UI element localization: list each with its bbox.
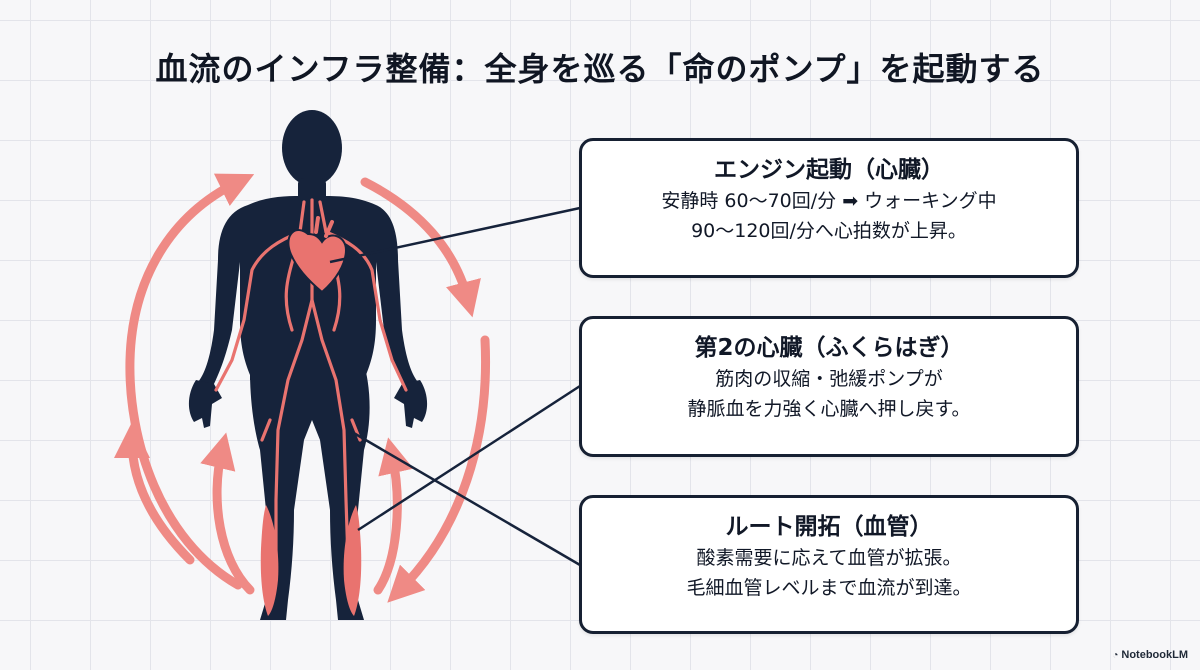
route-heading: ルート開拓（血管） bbox=[725, 514, 933, 540]
arrow-left-small bbox=[114, 422, 195, 565]
calf-line-1: 筋肉の収縮・弛緩ポンプが bbox=[715, 368, 943, 391]
calf-muscles bbox=[260, 505, 362, 616]
engine-heading: エンジン起動（心臓） bbox=[714, 157, 944, 183]
info-box-calf: 第2の心臓（ふくらはぎ） 筋肉の収縮・弛緩ポンプが 静脈血を力強く心臓へ押し戻す… bbox=[579, 316, 1079, 457]
route-line-1: 酸素需要に応えて血管が拡張。 bbox=[696, 547, 962, 570]
info-box-route: ルート開拓（血管） 酸素需要に応えて血管が拡張。 毛細血管レベルまで血流が到達。 bbox=[579, 495, 1079, 634]
circulation-arrows bbox=[114, 173, 491, 603]
arrow-right-outer bbox=[387, 335, 491, 603]
brand-label: NotebookLM bbox=[1121, 649, 1188, 661]
engine-line-1: 安静時 60〜70回/分 ➡ ウォーキング中 bbox=[661, 190, 997, 213]
arrow-left-outer bbox=[125, 173, 255, 590]
engine-line-2: 90〜120回/分へ心拍数が上昇。 bbox=[691, 220, 967, 243]
connector-heart bbox=[329, 206, 581, 264]
arrow-top-right bbox=[360, 177, 481, 318]
human-body-silhouette bbox=[188, 110, 428, 620]
calf-heading: 第2の心臓（ふくらはぎ） bbox=[694, 335, 964, 361]
connector-calf bbox=[357, 384, 581, 532]
connector-lines bbox=[329, 206, 581, 567]
calf-right bbox=[343, 505, 362, 616]
info-box-engine: エンジン起動（心臓） 安静時 60〜70回/分 ➡ ウォーキング中 90〜120… bbox=[579, 138, 1079, 278]
arrow-left-inner bbox=[200, 432, 255, 595]
calf-left bbox=[260, 505, 279, 616]
brand-watermark: ◔NotebookLM bbox=[1112, 649, 1188, 661]
notebooklm-logo-icon: ◔ bbox=[1112, 650, 1119, 661]
calf-line-2: 静脈血を力強く心臓へ押し戻す。 bbox=[687, 398, 971, 421]
connector-vessel bbox=[351, 430, 581, 567]
route-line-2: 毛細血管レベルまで血流が到達。 bbox=[686, 577, 972, 600]
arrow-right-inner bbox=[373, 437, 414, 595]
page-title: 血流のインフラ整備：全身を巡る「命のポンプ」を起動する bbox=[155, 50, 1045, 88]
heart-icon bbox=[287, 216, 348, 294]
